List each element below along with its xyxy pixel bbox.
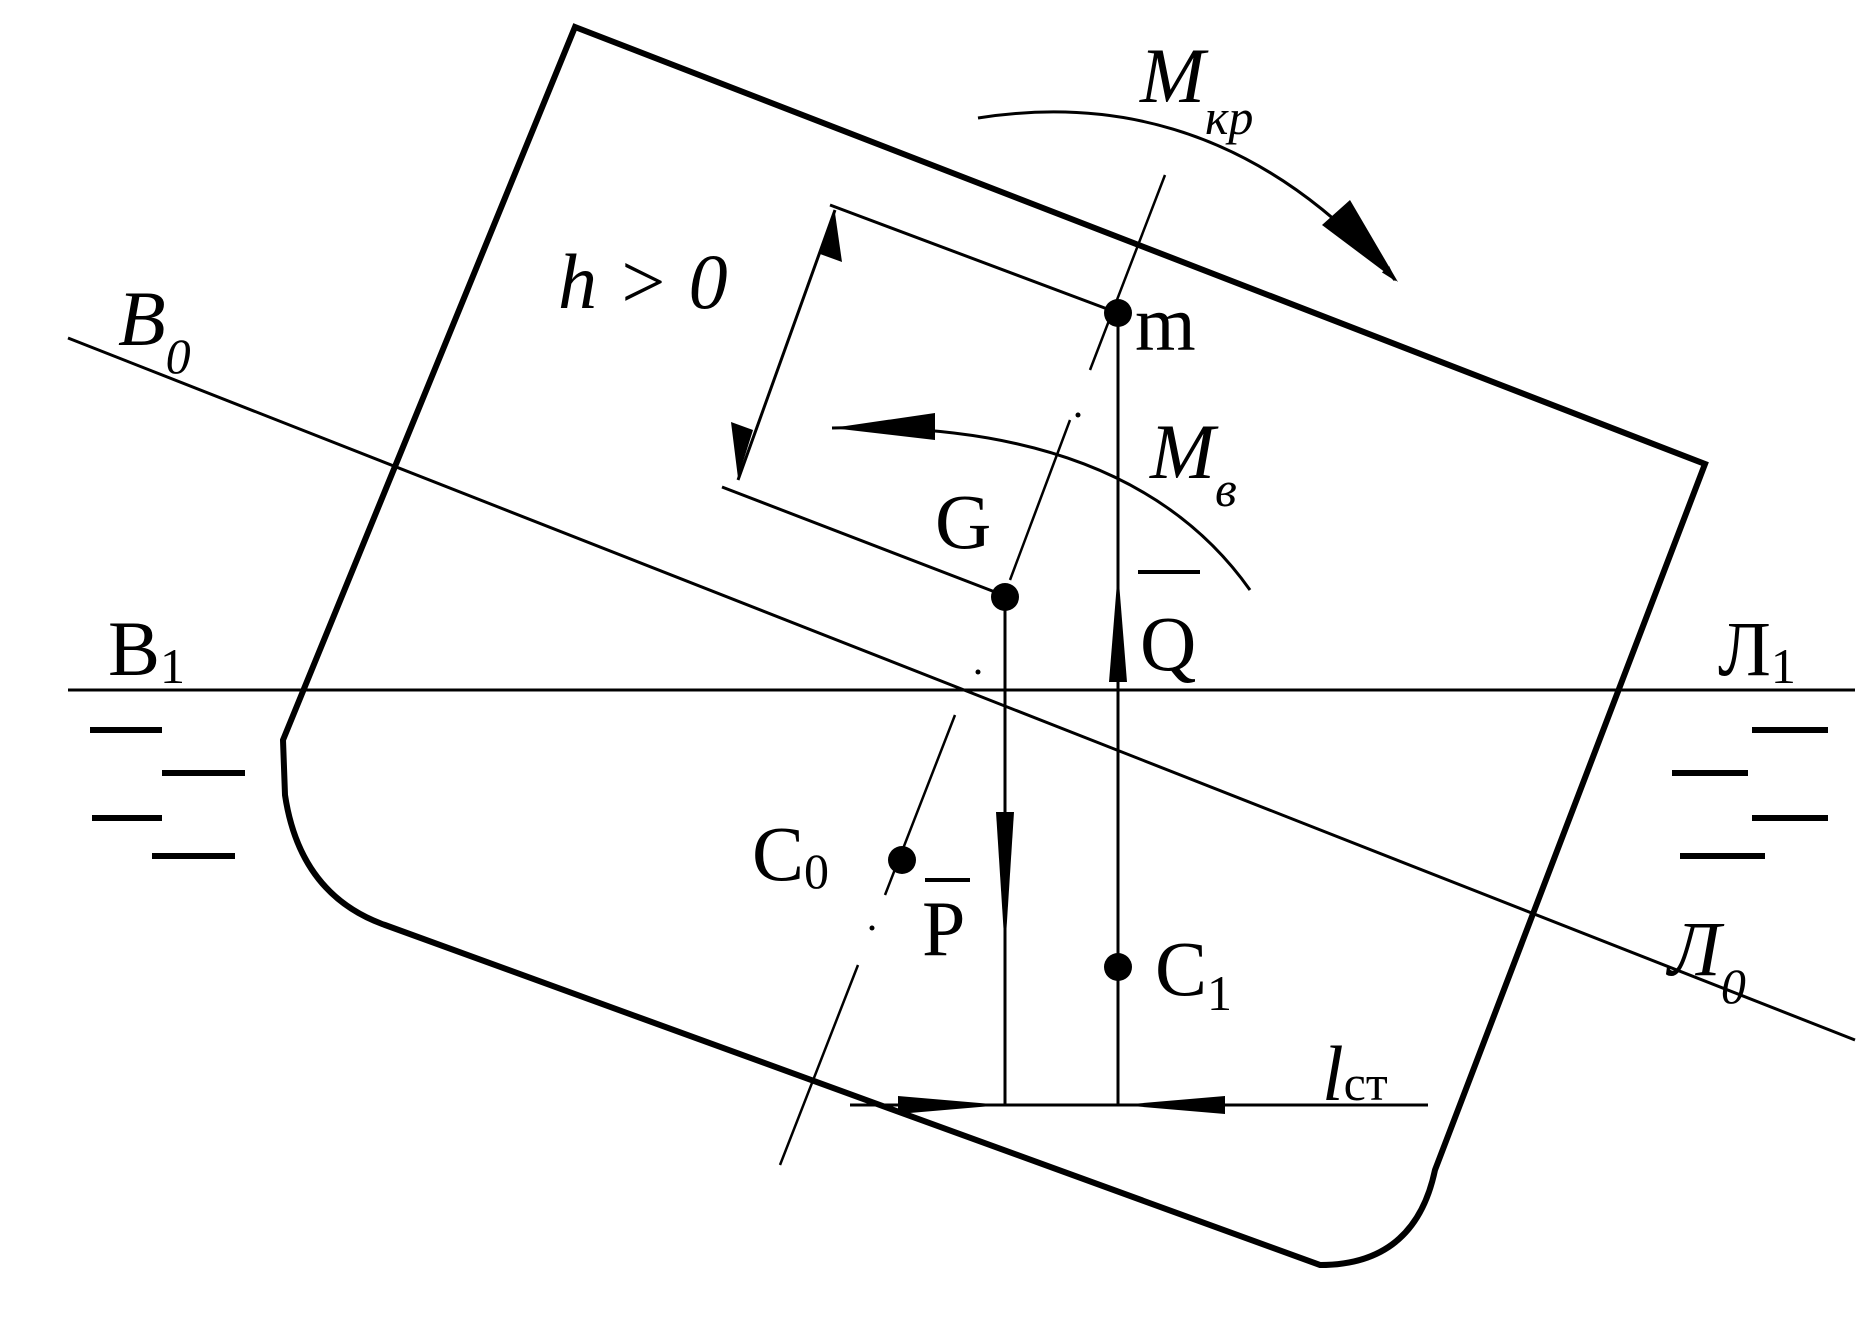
water-hatching-right — [1672, 727, 1828, 859]
label-l0: Л0 — [1665, 905, 1746, 1014]
centerline-dots — [869, 412, 1081, 931]
label-h: h > 0 — [558, 238, 728, 325]
h-arrow-down — [731, 422, 753, 478]
buoyancy-center-c0-point — [888, 846, 916, 874]
label-c0: C0 — [752, 810, 829, 899]
label-m-v: Mв — [1149, 408, 1237, 517]
label-lst: lст — [1322, 1030, 1388, 1117]
h-dimension-line — [736, 209, 837, 481]
lst-arrow-left — [898, 1096, 1003, 1114]
lst-arrow-right — [1120, 1096, 1225, 1114]
metacenter-point — [1104, 299, 1132, 327]
buoyancy-center-c1-point — [1104, 953, 1132, 981]
weight-force-arrow — [996, 812, 1014, 952]
label-m-point: m — [1135, 280, 1196, 367]
water-hatching-left — [90, 727, 245, 859]
center-of-gravity-point — [991, 583, 1019, 611]
ship-hull — [279, 23, 1709, 1269]
label-g-point: G — [935, 478, 991, 565]
heeling-moment-arrowhead — [1322, 200, 1398, 282]
heeling-moment-arc — [977, 110, 1397, 282]
label-b0: B0 — [118, 275, 191, 384]
restoring-moment-arrowhead — [832, 413, 935, 440]
label-m-kr: Mкр — [1139, 32, 1253, 145]
ship-centerline — [778, 174, 1167, 1166]
h-extension-lower — [721, 485, 1009, 599]
h-extension-upper — [829, 203, 1119, 315]
buoyancy-force-arrow — [1109, 570, 1127, 682]
label-c1: C1 — [1155, 925, 1232, 1021]
h-arrow-up — [820, 213, 842, 262]
label-l1: Л1 — [1718, 605, 1796, 694]
label-p-force: P — [922, 885, 965, 972]
label-b1: B1 — [108, 605, 185, 694]
label-q-force: Q — [1140, 600, 1196, 687]
